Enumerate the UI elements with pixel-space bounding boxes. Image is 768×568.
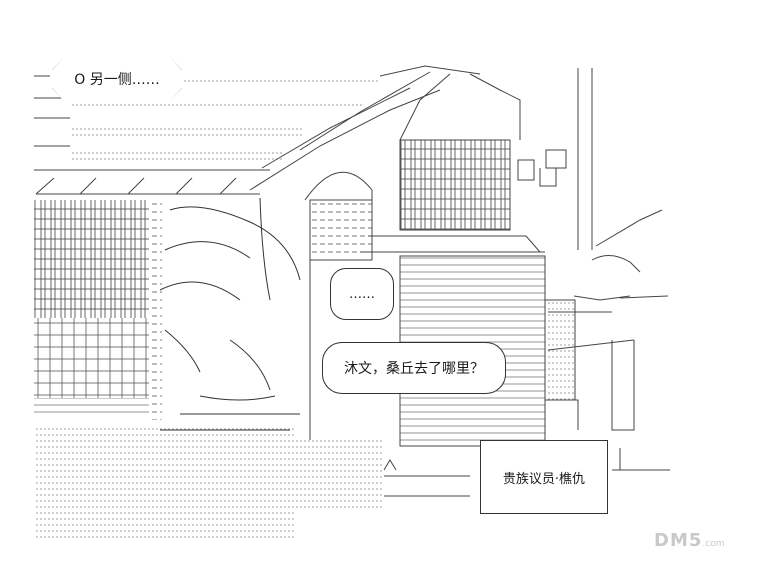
character-name-text: 贵族议员·樵仇 bbox=[502, 471, 586, 487]
site-watermark: DM5.com bbox=[654, 530, 724, 551]
character-figure bbox=[159, 197, 301, 431]
silence-bubble: …… bbox=[330, 268, 394, 320]
right-building bbox=[360, 73, 576, 447]
silence-text: …… bbox=[349, 286, 375, 302]
left-building bbox=[34, 200, 162, 420]
watermark-suffix: .com bbox=[702, 539, 725, 549]
watermark-brand: DM5 bbox=[654, 530, 703, 551]
ground-texture-mid bbox=[294, 440, 384, 510]
bottom-rails bbox=[383, 459, 470, 497]
ground-texture-left bbox=[34, 428, 294, 538]
speech-bubble: 沐文，桑丘去了哪里？ bbox=[322, 342, 506, 394]
narration-box: O 另一侧…… bbox=[52, 57, 182, 101]
character-name-caption: 贵族议员·樵仇 bbox=[480, 440, 608, 514]
far-right-structure bbox=[545, 68, 670, 471]
roof-structure bbox=[34, 65, 481, 195]
dialogue-text: 沐文，桑丘去了哪里？ bbox=[344, 361, 484, 377]
center-pillar bbox=[304, 171, 373, 440]
narration-text: O 另一侧…… bbox=[74, 72, 160, 88]
